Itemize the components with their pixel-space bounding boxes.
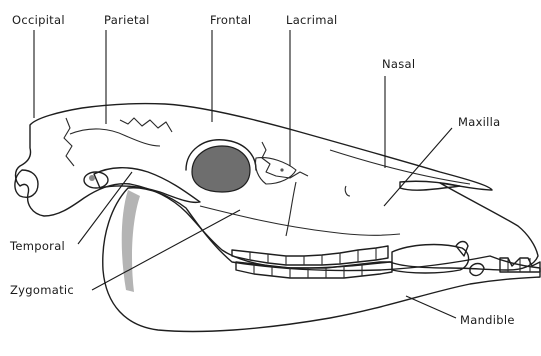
- infraorbital-foramen: [345, 186, 350, 196]
- mandible-shadow: [122, 190, 140, 292]
- frontal-nasal-suture: [262, 142, 308, 178]
- label-occipital: Occipital: [12, 13, 65, 27]
- leader-maxilla: [384, 128, 452, 206]
- leader-mandible: [406, 296, 456, 318]
- label-zygomatic: Zygomatic: [10, 283, 74, 297]
- lacrimal-foramen: [280, 168, 283, 171]
- parietal-suture: [64, 118, 74, 166]
- maxilla-suture: [286, 182, 296, 236]
- coronal-suture: [120, 118, 172, 132]
- label-nasal: Nasal: [382, 57, 415, 71]
- orbit: [192, 146, 250, 192]
- label-parietal: Parietal: [104, 13, 150, 27]
- upper-teeth: [232, 246, 388, 265]
- label-lacrimal: Lacrimal: [286, 13, 338, 27]
- label-frontal: Frontal: [210, 13, 251, 27]
- nasal-line: [330, 150, 470, 184]
- auditory-opening: [89, 175, 95, 181]
- mandible-bone: [103, 188, 540, 332]
- temporal-crest: [70, 129, 160, 146]
- label-maxilla: Maxilla: [458, 115, 501, 129]
- label-mandible: Mandible: [460, 313, 515, 327]
- leader-zygomatic: [92, 210, 240, 290]
- label-temporal: Temporal: [9, 239, 65, 253]
- facial-crest: [200, 206, 400, 235]
